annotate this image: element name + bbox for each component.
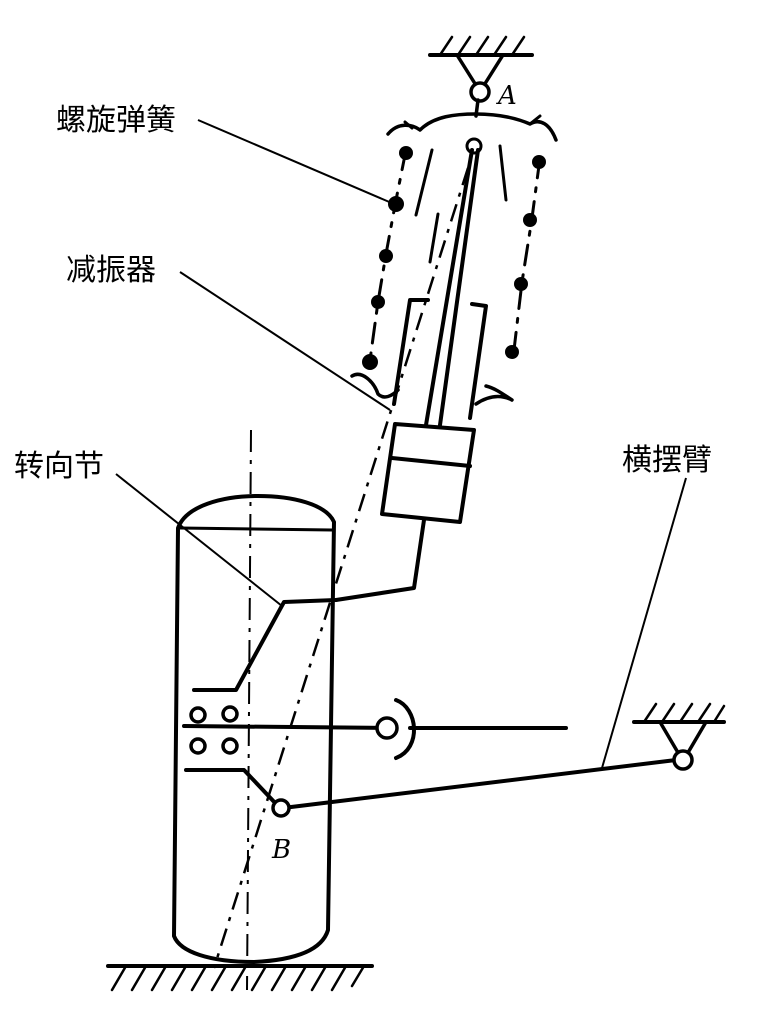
arm-ground-support bbox=[632, 702, 726, 771]
lower-spring-seat bbox=[350, 372, 514, 406]
pivot-a bbox=[469, 81, 491, 103]
drive-shaft bbox=[375, 698, 568, 760]
wheel-centerline bbox=[246, 429, 252, 991]
top-ground-support bbox=[428, 35, 534, 92]
arm-label: 横摆臂 bbox=[622, 443, 712, 478]
knuckle-label: 转向节 bbox=[14, 449, 104, 484]
steering-knuckle bbox=[182, 598, 392, 808]
kingpin-axis-line bbox=[212, 167, 470, 969]
spring-label: 螺旋弹簧 bbox=[56, 103, 176, 138]
coil-spring bbox=[362, 144, 546, 370]
lower-control-arm bbox=[281, 758, 678, 810]
shock-absorber bbox=[334, 148, 488, 602]
point-b-label: B bbox=[271, 835, 291, 865]
point-a-label: A bbox=[496, 81, 517, 111]
ground bbox=[106, 964, 374, 992]
wheel bbox=[172, 494, 336, 964]
pivot-b bbox=[271, 798, 291, 818]
damper-label: 减振器 bbox=[66, 253, 156, 288]
upper-spring-seat bbox=[386, 112, 558, 142]
leader-lines bbox=[115, 119, 687, 769]
